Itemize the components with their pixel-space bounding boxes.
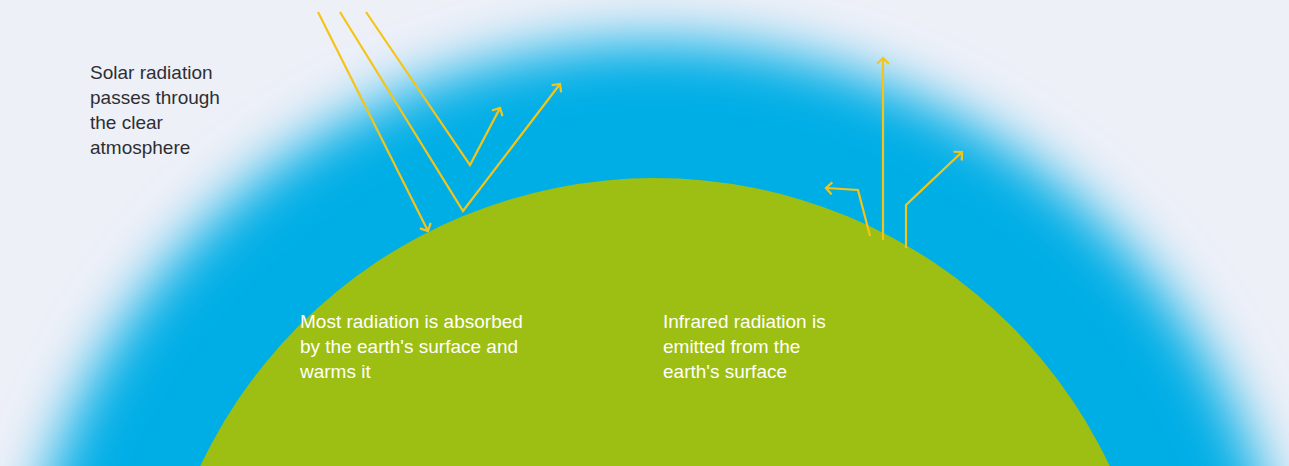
atmosphere — [15, 41, 1289, 466]
absorption-note: Most radiation is absorbed by the earth'… — [300, 309, 545, 384]
solar-note: Solar radiation passes through the clear… — [90, 60, 240, 160]
infrared-note: Infrared radiation is emitted from the e… — [663, 309, 833, 384]
earth — [152, 178, 1158, 466]
radiation-arrows — [318, 12, 962, 248]
